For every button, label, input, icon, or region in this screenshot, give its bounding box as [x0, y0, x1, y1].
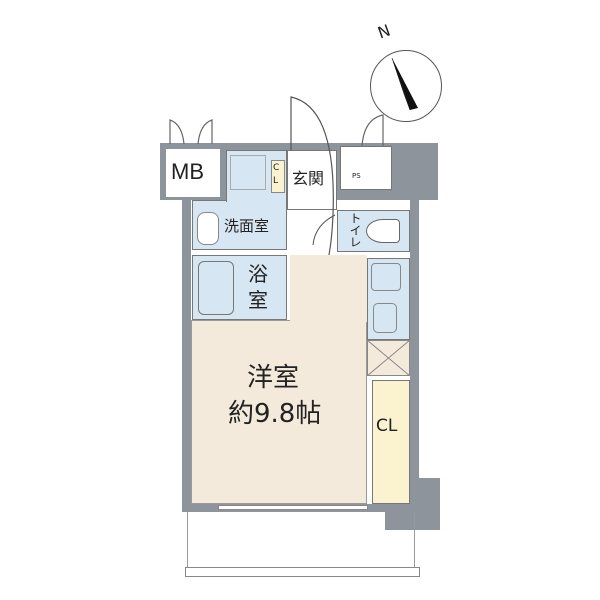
ps-label: PS	[352, 172, 361, 180]
north-arrow-icon	[391, 57, 418, 111]
closet-label: CL	[376, 416, 398, 436]
small-closet-label: C L	[273, 163, 280, 186]
toilet-bowl	[366, 219, 400, 243]
ps-door-icon	[361, 114, 384, 147]
western-room-upper	[290, 255, 367, 322]
entrance	[287, 150, 337, 210]
small-closet	[271, 160, 285, 193]
washbasin	[197, 212, 219, 245]
left-wall	[182, 195, 191, 512]
compass-north-label: N	[375, 20, 393, 43]
bath-label-1: 浴	[248, 262, 268, 286]
compass	[370, 50, 442, 122]
toilet-label: トイレ	[348, 212, 362, 248]
right-wall-block	[400, 143, 438, 200]
kitchen	[367, 258, 410, 340]
mb-space	[166, 149, 220, 197]
stove	[371, 263, 401, 291]
balcony-rail	[185, 567, 420, 577]
western-room-label: 洋室	[247, 363, 300, 393]
mb-label: MB	[171, 159, 204, 184]
washer-space	[230, 155, 266, 190]
bath-label-2: 室	[248, 288, 268, 312]
ps-shaft	[340, 146, 392, 190]
mb-door-icon	[169, 119, 213, 145]
washroom-label: 洗面室	[224, 217, 270, 235]
closet	[372, 380, 410, 504]
right-wall	[410, 195, 419, 495]
western-room	[191, 320, 367, 504]
bathtub	[198, 261, 234, 315]
fridge-space-icon	[367, 340, 410, 376]
window	[218, 505, 368, 510]
sink	[373, 303, 397, 333]
balcony	[187, 512, 415, 570]
western-room-size: 約9.8帖	[228, 399, 322, 429]
entrance-label: 玄関	[292, 169, 325, 188]
